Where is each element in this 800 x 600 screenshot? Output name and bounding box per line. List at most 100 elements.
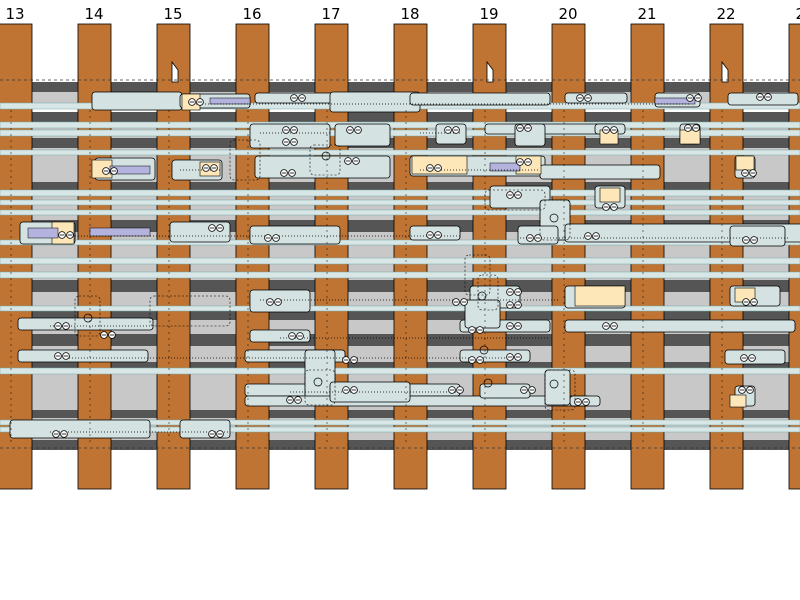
screw-terminal-icon	[516, 124, 532, 132]
screw-terminal-icon	[54, 322, 70, 330]
component-bar	[249, 225, 341, 245]
slot-outline	[539, 199, 571, 241]
screw-terminal-icon	[756, 93, 772, 101]
screw-terminal-icon	[602, 322, 618, 330]
slot-outline	[304, 369, 336, 406]
pillar-notch	[486, 60, 494, 83]
screw-terminal-icon	[506, 353, 522, 361]
accent-bar	[209, 97, 251, 105]
component-bar	[729, 225, 786, 247]
component-bar	[544, 369, 571, 406]
pillar-notch	[721, 60, 729, 83]
screw-terminal-icon	[444, 126, 460, 134]
screw-terminal-icon	[516, 158, 532, 166]
component-bar	[539, 164, 661, 180]
screw-terminal-icon	[584, 232, 600, 240]
column-label: 13	[5, 5, 24, 23]
track-strip	[0, 305, 800, 312]
track-strip	[0, 367, 800, 375]
screw-terminal-icon	[202, 164, 218, 172]
slot-outline	[149, 295, 231, 327]
highlight-pad	[679, 129, 701, 145]
highlight-pad	[599, 187, 621, 203]
accent-bar	[489, 162, 521, 172]
slot-outline	[464, 254, 491, 296]
screw-terminal-icon	[288, 332, 304, 340]
highlight-pad	[735, 155, 755, 171]
screw-terminal-icon	[58, 231, 74, 239]
screw-terminal-icon	[576, 94, 592, 102]
screw-terminal-icon	[342, 356, 358, 364]
component-bar	[564, 92, 628, 104]
component-bar	[329, 91, 421, 113]
component-bar	[249, 123, 331, 149]
column-label: 21	[637, 5, 656, 23]
highlight-pad	[574, 285, 626, 307]
component-bar	[17, 317, 154, 331]
screw-terminal-icon	[506, 322, 522, 330]
screw-terminal-icon	[426, 164, 442, 172]
screw-terminal-icon	[468, 326, 484, 334]
accent-bar	[27, 227, 59, 239]
track-strip	[0, 199, 800, 206]
overlay-components	[0, 79, 800, 449]
screw-terminal-icon	[208, 430, 224, 438]
track-strip	[0, 239, 800, 246]
screw-terminal-icon	[738, 386, 754, 394]
component-bar	[249, 329, 311, 343]
component-bar	[435, 123, 467, 145]
accent-bar	[89, 227, 151, 237]
column-label: 22	[716, 5, 735, 23]
column-label: 19	[479, 5, 498, 23]
track-strip	[0, 271, 800, 279]
screw-terminal-icon	[282, 138, 298, 146]
track-strip	[0, 419, 800, 426]
screw-terminal-icon	[506, 288, 522, 296]
screw-terminal-icon	[684, 124, 700, 132]
pillar	[0, 23, 33, 490]
screw-terminal-icon	[426, 231, 442, 239]
hole-circle	[549, 213, 559, 223]
screw-terminal-icon	[741, 169, 757, 177]
track-strip	[0, 257, 800, 265]
track-strip	[0, 121, 800, 129]
hole-circle	[479, 345, 489, 355]
screw-terminal-icon	[448, 386, 464, 394]
component-bar	[409, 92, 551, 106]
screw-terminal-icon	[452, 298, 468, 306]
screw-terminal-icon	[264, 234, 280, 242]
screw-terminal-icon	[740, 354, 756, 362]
screw-terminal-icon	[342, 386, 358, 394]
hole-circle	[83, 313, 93, 323]
screw-terminal-icon	[100, 331, 116, 339]
column-label: 20	[558, 5, 577, 23]
screw-terminal-icon	[574, 398, 590, 406]
screw-terminal-icon	[742, 236, 758, 244]
component-bar	[334, 123, 391, 147]
component-bar	[564, 319, 796, 333]
screw-terminal-icon	[346, 126, 362, 134]
component-bar	[464, 299, 501, 329]
slot-outline	[74, 295, 101, 337]
pillar	[788, 23, 800, 490]
column-label: 14	[84, 5, 103, 23]
pillar-notch	[171, 60, 179, 83]
track-strip	[0, 426, 800, 433]
column-labels: 1314151617181920212223	[5, 5, 800, 23]
screw-terminal-icon	[526, 234, 542, 242]
screw-terminal-icon	[102, 167, 118, 175]
screw-terminal-icon	[602, 126, 618, 134]
accent-bar	[109, 165, 151, 175]
screw-terminal-icon	[742, 298, 758, 306]
component-bar	[91, 91, 183, 111]
component-bar	[17, 349, 149, 363]
hole-circle	[549, 379, 559, 389]
column-label: 17	[321, 5, 340, 23]
track-strip	[0, 189, 800, 197]
screw-terminal-icon	[506, 301, 522, 309]
highlight-pad	[729, 394, 747, 408]
track-strip	[0, 149, 800, 156]
screw-terminal-icon	[602, 203, 618, 211]
component-bar	[9, 419, 151, 439]
